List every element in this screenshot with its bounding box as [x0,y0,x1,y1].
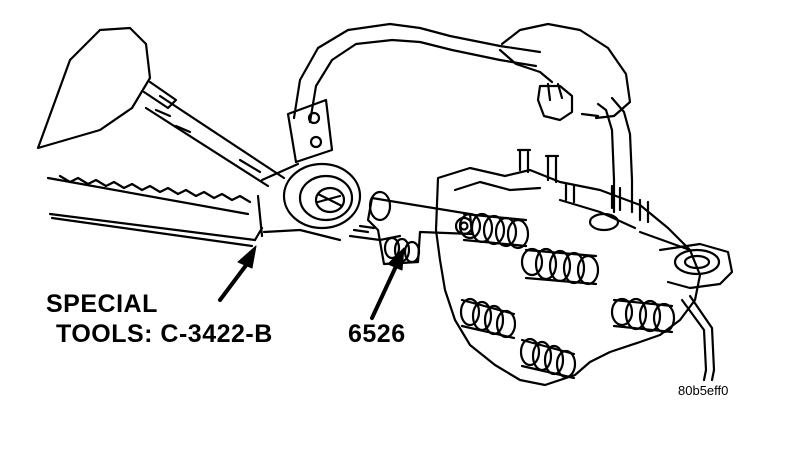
compressor-frame [256,22,634,242]
hand [498,22,632,122]
part-number-label: 6526 [348,320,406,348]
handle [36,26,286,188]
callout-arrows [218,245,405,320]
cylinder-head [434,148,734,387]
special-label: SPECIAL [46,290,158,318]
special-tools-label: TOOLS: C-3422-B [56,320,273,348]
pry-bar [46,174,402,248]
valve-springs [383,212,676,380]
figure-code-label: 80b5eff0 [678,383,729,398]
adapter-arm-6526 [366,190,474,266]
